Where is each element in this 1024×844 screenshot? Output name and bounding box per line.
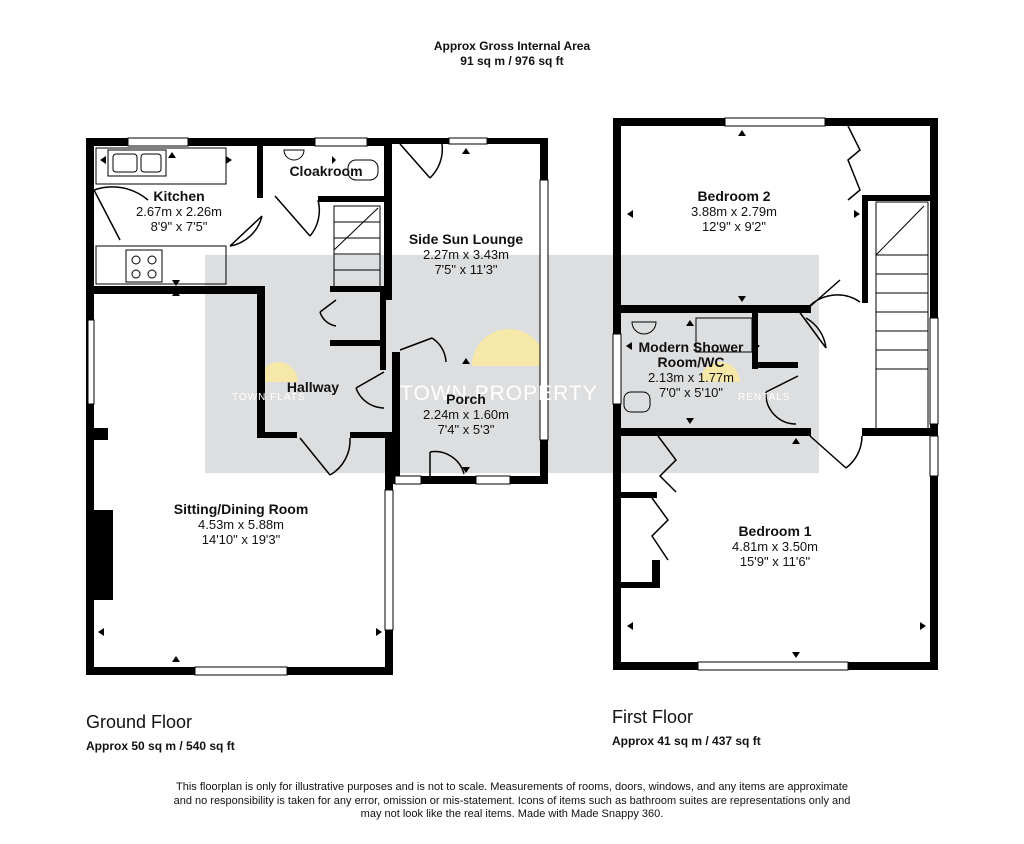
sitting-room-metric: 4.53m x 5.88m <box>198 517 284 532</box>
sitting-room-imperial: 14'10" x 19'3" <box>201 532 281 547</box>
first-stair-icon <box>875 201 929 431</box>
first-floor-windows <box>612 117 939 671</box>
shower-room-imperial: 7'0" x 5'10" <box>658 385 724 400</box>
sun-lounge-label: Side Sun Lounge 2.27m x 3.43m 7'5" x 11'… <box>408 231 524 278</box>
hallway-label: Hallway <box>287 380 339 395</box>
cloakroom-label: Cloakroom <box>289 164 362 179</box>
sun-lounge-imperial: 7'5" x 11'3" <box>434 262 498 277</box>
sun-lounge-metric: 2.27m x 3.43m <box>423 247 509 262</box>
total-area: 91 sq m / 976 sq ft <box>460 54 564 68</box>
shower-tray-icon <box>695 317 753 353</box>
kitchen-label: Kitchen 2.67m x 2.26m 8'9" x 7'5" <box>136 188 222 235</box>
disclaimer-line-2: and no responsibility is taken for any e… <box>173 794 851 807</box>
watermark-sun-right-icon <box>700 362 740 382</box>
ground-floor-doors <box>93 143 465 484</box>
shower-room-label: Modern Shower Room/WC 2.13m x 1.77m 7'0"… <box>638 339 744 401</box>
shower-room-metric: 2.13m x 1.77m <box>647 370 734 385</box>
porch-name: Porch <box>446 391 486 407</box>
kitchen-sink-icon <box>107 149 167 177</box>
disclaimer-line-3: may not look like the real items. Made w… <box>360 808 664 820</box>
bedroom1-label: Bedroom 1 4.81m x 3.50m 15'9" x 11'6" <box>732 523 818 570</box>
kitchen-name: Kitchen <box>153 188 205 204</box>
ground-floor-fixtures <box>95 147 381 291</box>
porch-label: Porch 2.24m x 1.60m 7'4" x 5'3" <box>423 391 509 438</box>
sun-lounge-name: Side Sun Lounge <box>408 231 524 247</box>
watermark-sun-icon <box>472 329 546 366</box>
bedroom1-metric: 4.81m x 3.50m <box>732 539 818 554</box>
ground-stair-icon <box>333 205 381 291</box>
hallway-name: Hallway <box>286 379 340 395</box>
first-floor-doors <box>651 125 863 561</box>
watermark-left: TOWN FLATS <box>232 392 306 403</box>
cloak-wc-icon <box>347 159 379 181</box>
watermark-brand: TOWN PROPERTY <box>400 382 598 405</box>
ground-floor-title: Ground Floor <box>86 712 193 732</box>
first-floor-fixtures <box>623 201 929 431</box>
kitchen-worktop <box>95 147 227 185</box>
kitchen-imperial: 8'9" x 7'5" <box>150 219 208 234</box>
shower-room-name-2: Room/WC <box>657 354 725 370</box>
bedroom2-imperial: 12'9" x 9'2" <box>701 219 767 234</box>
first-floor-area: Approx 41 sq m / 437 sq ft <box>612 734 761 748</box>
bedroom1-name: Bedroom 1 <box>738 523 812 539</box>
first-floor-title: First Floor <box>612 707 693 727</box>
bedroom1-imperial: 15'9" x 11'6" <box>739 554 811 569</box>
shower-room-name-1: Modern Shower <box>638 339 744 355</box>
bedroom2-name: Bedroom 2 <box>697 188 771 204</box>
hob-icon <box>125 249 163 283</box>
watermark-sun-small-icon <box>258 362 298 382</box>
ground-floor-markers <box>98 148 470 662</box>
cloak-basin-icon <box>283 149 305 161</box>
ground-floor-windows <box>87 137 549 676</box>
porch-metric: 2.24m x 1.60m <box>423 407 509 422</box>
cloakroom-name: Cloakroom <box>289 163 363 179</box>
disclaimer-line-1: This floorplan is only for illustrative … <box>176 781 848 793</box>
ground-floor-area: Approx 50 sq m / 540 sq ft <box>86 739 235 753</box>
sitting-room-name: Sitting/Dining Room <box>173 501 309 517</box>
plan-title: Approx Gross Internal Area <box>433 39 591 53</box>
shower-basin-icon <box>631 321 657 335</box>
sitting-room-label: Sitting/Dining Room 4.53m x 5.88m 14'10"… <box>173 501 309 548</box>
kitchen-lower-worktop <box>95 245 227 285</box>
kitchen-metric: 2.67m x 2.26m <box>136 204 222 219</box>
disclaimer: This floorplan is only for illustrative … <box>120 781 904 822</box>
bedroom2-metric: 3.88m x 2.79m <box>691 204 777 219</box>
watermark-right: RENTALS <box>738 392 790 403</box>
first-floor-markers <box>626 130 926 658</box>
shower-wc-icon <box>623 391 651 413</box>
bedroom2-label: Bedroom 2 3.88m x 2.79m 12'9" x 9'2" <box>691 188 777 235</box>
porch-imperial: 7'4" x 5'3" <box>437 422 495 437</box>
